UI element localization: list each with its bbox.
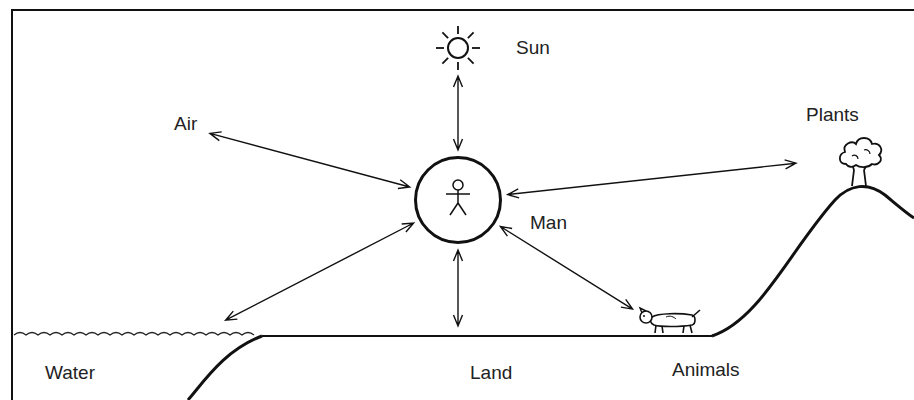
stick-figure bbox=[417, 159, 499, 241]
man-circle: Man bbox=[414, 156, 502, 244]
plants-node: Plants bbox=[800, 104, 890, 188]
double-arrow bbox=[210, 132, 410, 189]
shore-line bbox=[188, 336, 262, 400]
land-region: Land bbox=[420, 330, 520, 394]
water-waves bbox=[14, 333, 254, 336]
double-arrow bbox=[454, 76, 463, 150]
node-label: Plants bbox=[806, 104, 859, 126]
animals-node: Animals bbox=[636, 303, 758, 385]
dog-icon bbox=[636, 305, 702, 335]
double-arrow bbox=[226, 223, 414, 320]
double-arrow bbox=[454, 250, 463, 326]
node-label: Land bbox=[470, 362, 512, 384]
node-label: Air bbox=[174, 113, 197, 135]
node-label: Animals bbox=[672, 359, 740, 381]
node-label: Water bbox=[45, 362, 95, 384]
air-node: Air bbox=[172, 112, 206, 136]
node-label: Sun bbox=[516, 37, 550, 59]
frame bbox=[12, 10, 914, 400]
sun-icon bbox=[434, 24, 482, 72]
node-label: Man bbox=[530, 212, 567, 234]
double-arrow bbox=[500, 227, 632, 310]
double-arrow bbox=[508, 160, 796, 198]
water-region: Water bbox=[12, 322, 262, 394]
land-line bbox=[262, 335, 712, 337]
sun-node: Sun bbox=[434, 24, 482, 72]
hill bbox=[712, 186, 914, 336]
